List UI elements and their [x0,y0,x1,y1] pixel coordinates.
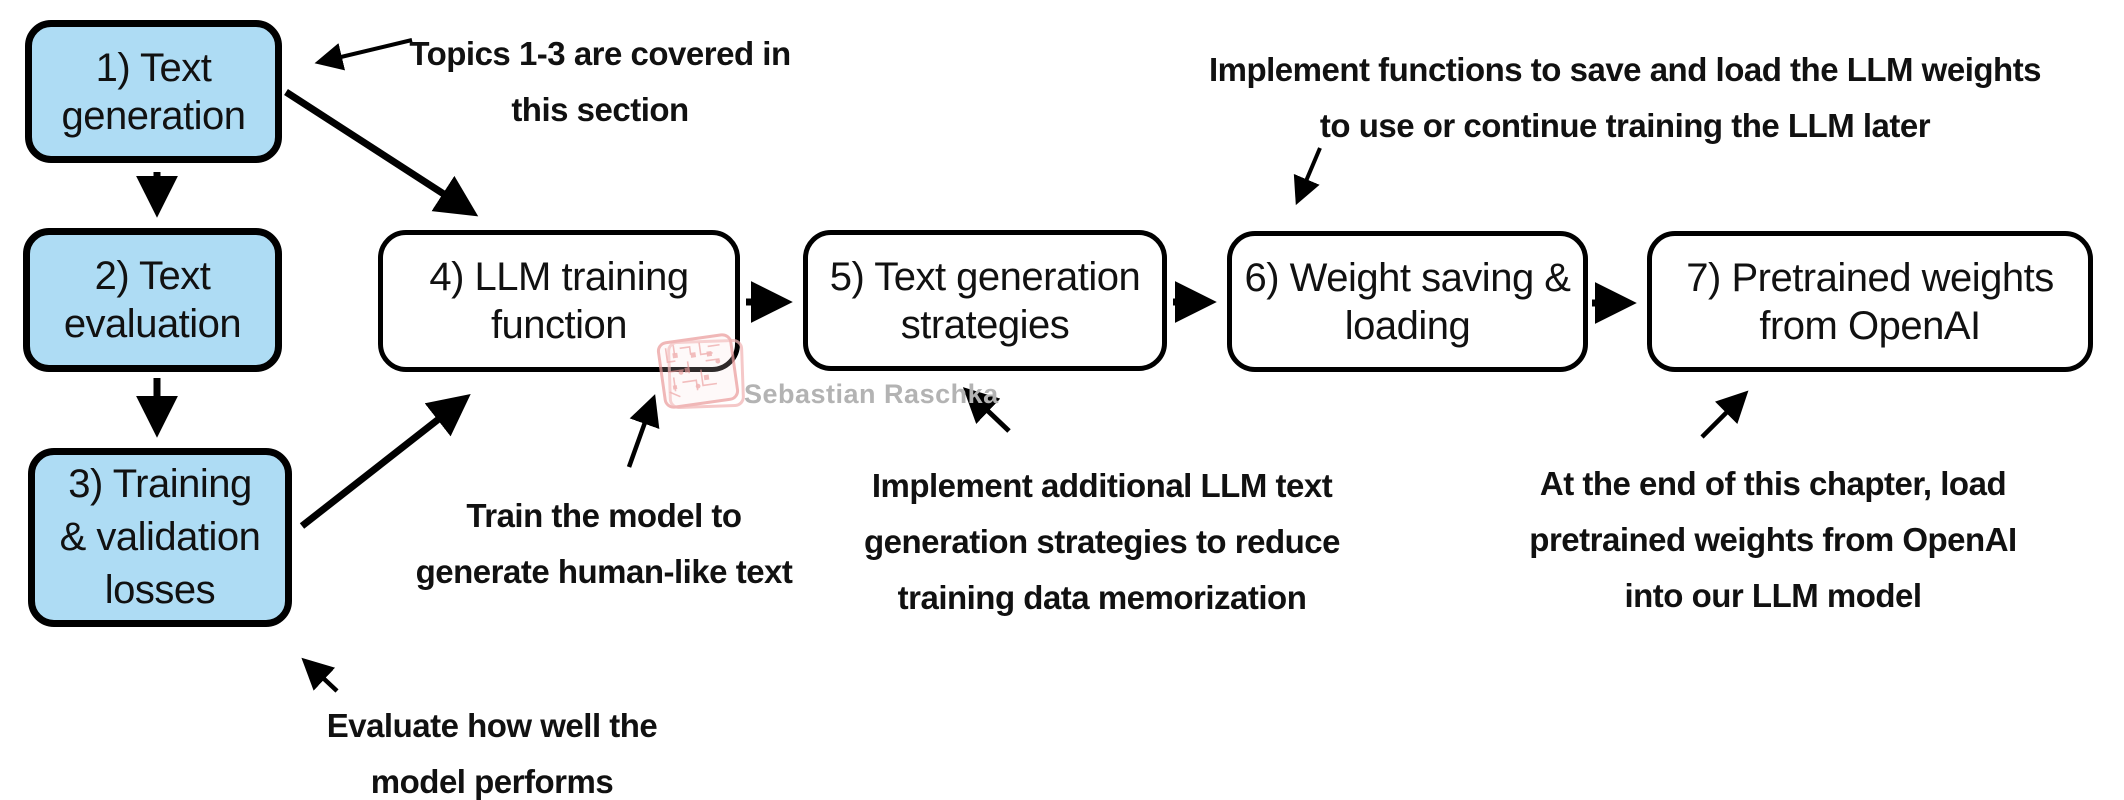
node-label: 4) LLM training [429,255,689,299]
node-label: from OpenAI [1759,303,1981,348]
node-text-evaluation: 2) Text evaluation [23,228,282,372]
note-line: training data memorization [897,579,1307,616]
note-evaluate-model: Evaluate how well the model performs [327,698,658,800]
note-line: model performs [370,763,614,800]
note-load-openai-weights: At the end of this chapter, load pretrai… [1529,456,2017,624]
arrow-note-topics [314,38,413,71]
node-label: 2) Text [94,254,211,298]
note-topics-covered: Topics 1-3 are covered in this section [409,26,791,138]
node-label: loading [1344,303,1471,348]
watermark-author-name: Sebastian Raschka [744,379,999,409]
node-label: 6) Weight saving & [1244,255,1571,300]
note-line: Evaluate how well the [326,707,658,744]
node-label: strategies [900,302,1070,347]
note-line: into our LLM model [1624,577,1922,614]
note-line: Implement additional LLM text [871,467,1333,504]
node-text-generation-strategies: 5) Text generation strategies [803,230,1167,371]
arrow-note-saveload [1293,147,1322,206]
arrow-note-openai [1700,390,1749,439]
node-pretrained-weights-openai: 7) Pretrained weights from OpenAI [1647,231,2093,372]
node-label: generation [61,93,246,138]
note-line: pretrained weights from OpenAI [1529,521,2017,558]
note-save-load-weights: Implement functions to save and load the… [1208,42,2042,154]
node-label: function [490,303,628,347]
arrow-note-train [626,394,660,468]
node-training-validation-losses: 3) Training & validation losses [28,448,292,627]
note-line: generate human-like text [415,553,793,590]
node-label: 3) Training [68,462,252,506]
arrow-note-evaluate [301,657,339,693]
note-line: Implement functions to save and load the… [1208,51,2042,88]
note-line: Topics 1-3 are covered in [409,35,791,72]
stamp-circuit-icon [655,332,741,410]
node-label: 7) Pretrained weights [1686,255,2054,300]
watermark-stamp-icon [655,332,746,410]
node-weight-saving-loading: 6) Weight saving & loading [1227,231,1588,372]
node-text-generation: 1) Text generation [25,20,282,163]
node-label: losses [104,568,216,612]
node-label: 1) Text [95,45,212,90]
note-line: to use or continue training the LLM late… [1319,107,1931,144]
node-label: & validation [59,515,261,559]
node-label: evaluation [63,302,242,346]
note-generation-strategies: Implement additional LLM text generation… [864,458,1340,626]
node-llm-training-function: 4) LLM training function [378,230,740,372]
note-line: generation strategies to reduce [864,523,1340,560]
note-line: At the end of this chapter, load [1539,465,2007,502]
note-line: this section [511,91,689,128]
note-line: Train the model to [466,497,742,534]
node-label: 5) Text generation [829,254,1141,299]
note-train-model: Train the model to generate human-like t… [416,488,793,600]
